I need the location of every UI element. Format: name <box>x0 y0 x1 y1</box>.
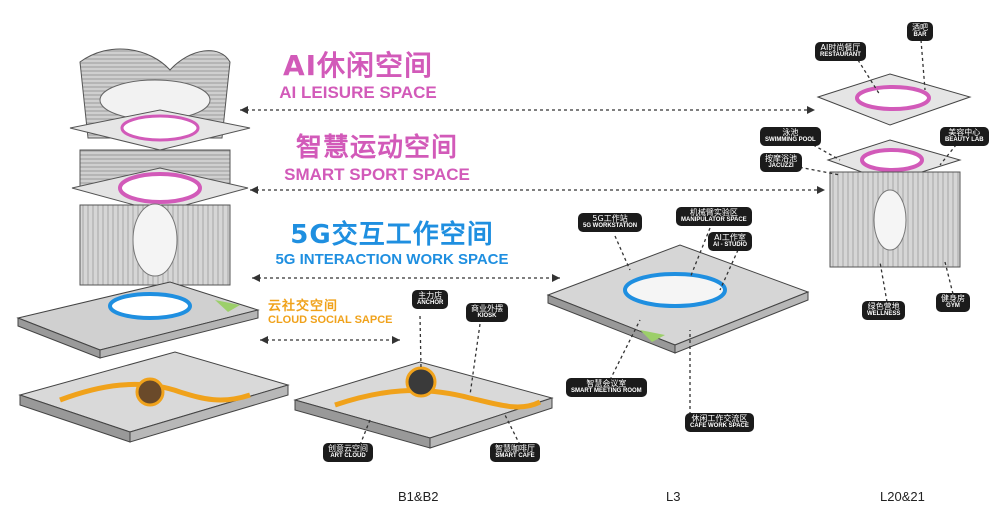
tag-cafe-work-cn: 休闲工作交流区 <box>691 414 748 423</box>
work-title-en: 5G INTERACTION WORK SPACE <box>275 251 509 268</box>
left-tower-top-crown <box>79 48 231 139</box>
tag-art-cloud-cn: 创意云空间 <box>328 444 368 453</box>
tag-kiosk-cn: 商业外摆 <box>471 304 503 313</box>
tag-gym: 健身房 GYM <box>936 293 970 312</box>
tag-cafe-work-en: CAFE WORK SPACE <box>690 423 749 430</box>
left-tower-leisure-floor <box>69 109 251 151</box>
level-label-l3: L3 <box>666 489 681 504</box>
tag-anchor: 主力店 ANCHOR <box>412 290 449 309</box>
social-title-en: CLOUD SOCIAL SAPCE <box>268 314 393 326</box>
tag-art-cloud: 创意云空间 ART CLOUD <box>323 443 373 462</box>
tag-pool: 泳池 SWIMMING POOL <box>760 127 821 146</box>
tag-anchor-en: ANCHOR <box>417 300 444 307</box>
tag-smart-cafe-en: SMART CAFE <box>495 453 535 460</box>
tag-bar: 酒吧 BAR <box>907 22 933 41</box>
tag-wellness-en: WELLNESS <box>867 311 901 318</box>
top-leisure-floor <box>816 73 972 126</box>
level-label-l20-21: L20&21 <box>880 489 925 504</box>
work-title: 5G交互工作空间 5G INTERACTION WORK SPACE <box>262 222 522 267</box>
tag-manipulator-cn: 机械臂实验区 <box>689 208 738 217</box>
tag-wellness: 绿色营地 WELLNESS <box>862 301 906 320</box>
social-title: 云社交空间 CLOUD SOCIAL SAPCE <box>268 300 408 326</box>
tag-meeting: 智慧会议室 SMART MEETING ROOM <box>566 378 647 397</box>
tag-smart-cafe-cn: 智慧咖啡厅 <box>495 444 535 453</box>
tag-pool-en: SWIMMING POOL <box>765 137 816 144</box>
tag-beauty-en: BEAUTY LAB <box>945 137 984 144</box>
tag-pool-cn: 泳池 <box>782 128 799 137</box>
tag-beauty: 美容中心 BEAUTY LAB <box>940 127 989 146</box>
l3-floor-plate <box>546 244 810 354</box>
sport-title: 智慧运动空间 SMART SPORT SPACE <box>262 135 492 183</box>
level-label-b1b2: B1&B2 <box>398 489 439 504</box>
left-podium-floor <box>16 281 260 359</box>
tag-ai-studio: AI工作室 AI - STUDIO <box>708 232 752 251</box>
tag-meeting-cn: 智慧会议室 <box>586 379 627 388</box>
tag-ai-studio-en: AI - STUDIO <box>713 242 747 249</box>
leisure-title: AI休闲空间 AI LEISURE SPACE <box>258 49 458 102</box>
tag-gym-cn: 健身房 <box>941 294 965 303</box>
tag-ai-studio-cn: AI工作室 <box>714 233 746 242</box>
tag-meeting-en: SMART MEETING ROOM <box>571 388 642 395</box>
tag-anchor-cn: 主力店 <box>418 291 443 300</box>
tag-jacuzzi: 按摩浴池 JACUZZI <box>760 153 802 172</box>
tag-beauty-cn: 美容中心 <box>948 128 981 137</box>
tag-smart-cafe: 智慧咖啡厅 SMART CAFE <box>490 443 540 462</box>
b1b2-floor-plate <box>293 361 554 449</box>
social-title-cn: 云社交空间 <box>268 299 339 314</box>
leisure-title-en: AI LEISURE SPACE <box>279 83 437 102</box>
tag-gym-en: GYM <box>946 303 960 310</box>
tag-kiosk: 商业外摆 KIOSK <box>466 303 508 322</box>
tag-workstation-cn: 5G工作站 <box>592 214 628 223</box>
tag-restaurant-en: RESTAURANT <box>820 52 861 59</box>
sport-title-en: SMART SPORT SPACE <box>284 165 470 184</box>
left-tower-work-block <box>79 203 231 286</box>
connector-arrowheads <box>240 106 825 344</box>
tag-manipulator-en: MANIPULATOR SPACE <box>681 217 747 224</box>
tag-jacuzzi-cn: 按摩浴池 <box>765 154 797 163</box>
tag-restaurant: AI时尚餐厅 RESTAURANT <box>815 42 866 61</box>
tag-bar-en: BAR <box>913 32 927 39</box>
tag-bar-cn: 酒吧 <box>912 23 928 32</box>
tag-art-cloud-en: ART CLOUD <box>330 453 366 460</box>
top-sport-block <box>826 139 962 268</box>
work-title-cn: 5G交互工作空间 <box>290 220 494 250</box>
left-basement-floor <box>18 351 290 443</box>
tag-manipulator: 机械臂实验区 MANIPULATOR SPACE <box>676 207 752 226</box>
tag-jacuzzi-en: JACUZZI <box>768 163 794 170</box>
tag-workstation-en: 5G WORKSTATION <box>583 223 638 230</box>
tag-kiosk-en: KIOSK <box>477 313 497 320</box>
tag-restaurant-cn: AI时尚餐厅 <box>820 43 861 52</box>
tag-cafe-work: 休闲工作交流区 CAFE WORK SPACE <box>685 413 754 432</box>
left-tower-sport-block <box>71 149 249 213</box>
tag-workstation: 5G工作站 5G WORKSTATION <box>578 213 643 232</box>
tag-wellness-cn: 绿色营地 <box>867 302 900 311</box>
sport-title-cn: 智慧运动空间 <box>295 133 458 163</box>
leisure-title-cn: AI休闲空间 <box>282 49 434 82</box>
